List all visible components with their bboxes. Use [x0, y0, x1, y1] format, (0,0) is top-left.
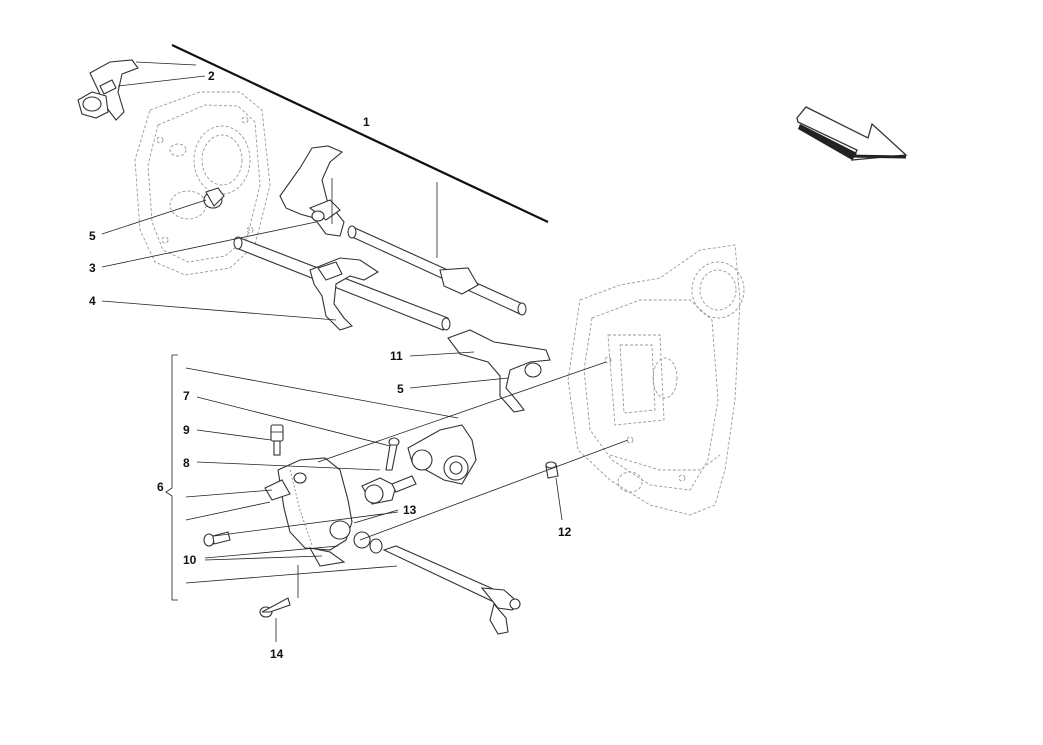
selector-shaft: [382, 545, 521, 635]
group-brace-6: [165, 354, 178, 601]
leader-lines: [101, 61, 629, 642]
bolt-lower: [259, 597, 291, 618]
transmission-housing-ghost: [567, 244, 745, 516]
callout-2: 2: [208, 69, 215, 83]
roller-part: [361, 475, 417, 505]
callout-labels: 1 2 3 4 5 5 6 7 8 9 10 11 12 13 14: [89, 69, 572, 661]
gearbox-cover-ghost: [134, 91, 271, 276]
callout-5-right: 5: [397, 382, 404, 396]
selector-housing: [264, 457, 353, 567]
shift-rod-upper: [347, 225, 527, 316]
callout-10: 10: [183, 553, 197, 567]
shift-rod-lower: [233, 236, 451, 331]
callout-4: 4: [89, 294, 96, 308]
shift-fork-lower: [309, 257, 380, 331]
selector-lever: [407, 424, 477, 485]
bushing-left: [203, 187, 225, 209]
pin-upper: [385, 437, 400, 471]
callout-3: 3: [89, 261, 96, 275]
group-bracket-line: [171, 44, 549, 223]
callout-13: 13: [403, 503, 417, 517]
shift-fork-right: [447, 329, 551, 413]
callout-11: 11: [390, 349, 403, 363]
callout-9: 9: [183, 423, 190, 437]
callout-1: 1: [363, 115, 370, 129]
bolt-left: [203, 531, 231, 547]
callout-8: 8: [183, 456, 190, 470]
seal-rings: [353, 531, 383, 554]
callout-5-left: 5: [89, 229, 96, 243]
direction-arrow-icon: [796, 106, 908, 161]
callout-12: 12: [558, 525, 572, 539]
sensor-switch: [270, 424, 284, 456]
callout-14: 14: [270, 647, 284, 661]
callout-7: 7: [183, 389, 190, 403]
shift-fork-upper: [77, 59, 139, 121]
callout-6: 6: [157, 480, 164, 494]
